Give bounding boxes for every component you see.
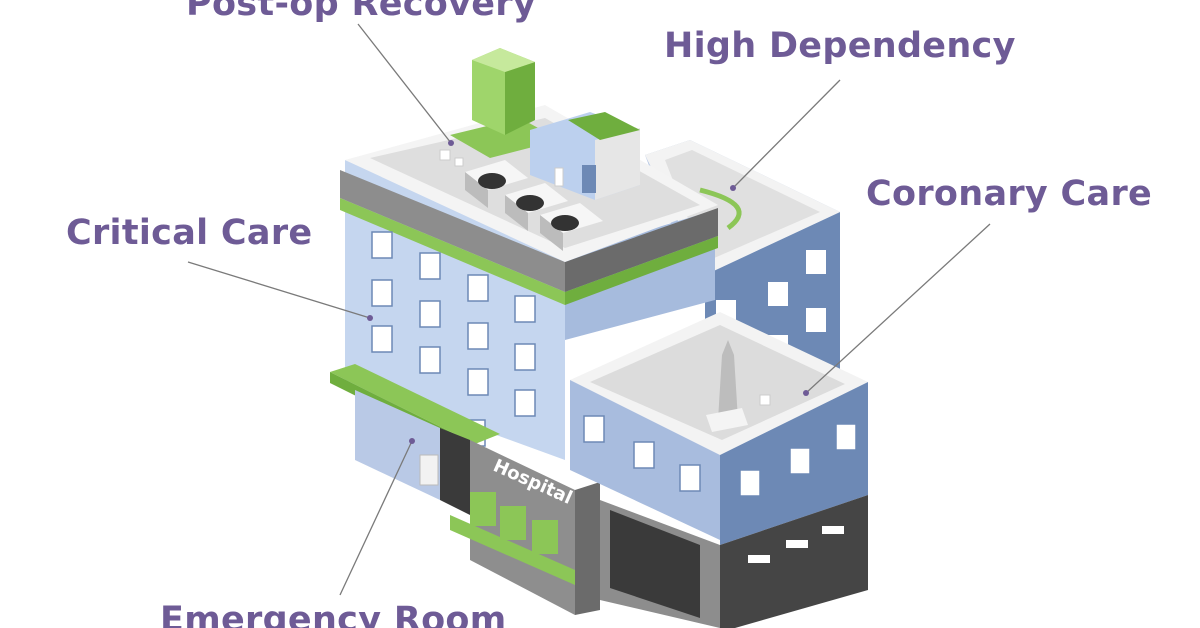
label-post-op-recovery: Post-op Recovery bbox=[186, 0, 536, 24]
ac-units bbox=[465, 160, 603, 251]
front-wing bbox=[570, 312, 868, 628]
callout-lines bbox=[187, 23, 991, 596]
label-coronary-care: Coronary Care bbox=[866, 174, 1153, 214]
label-critical-care: Critical Care bbox=[66, 213, 313, 253]
main-tower bbox=[330, 48, 718, 615]
label-emergency-room: Emergency Room bbox=[160, 600, 507, 628]
label-high-dependency: High Dependency bbox=[664, 26, 1016, 66]
callout-dots bbox=[367, 140, 809, 444]
